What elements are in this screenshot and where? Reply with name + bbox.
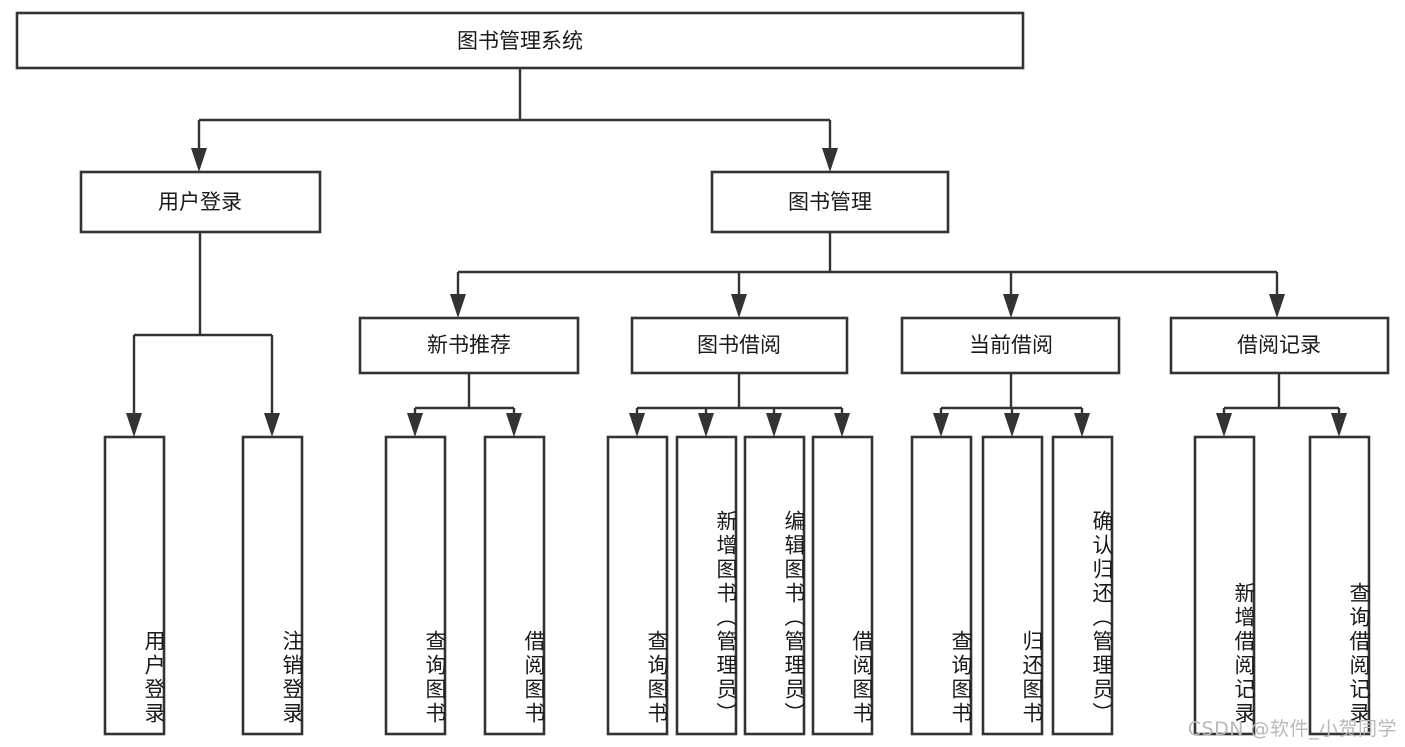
leaf-box-add-borrow-record[interactable] — [1193, 435, 1256, 736]
leaf-box-query-borrow-record[interactable] — [1308, 435, 1371, 736]
node-user-login[interactable]: 用户登录 — [79, 170, 322, 234]
connector-group-user-login-to-leaves — [126, 232, 280, 437]
arrow-head-leaf-add-book-admin — [698, 413, 714, 437]
arrow-head-leaf-query-borrow-record — [1331, 413, 1347, 437]
arrow-head-leaf-query-book-current — [933, 413, 949, 437]
leaf-box-query-book-recommend[interactable] — [384, 435, 447, 736]
arrow-head-leaf-query-book-recommend — [407, 413, 423, 437]
arrow-head-leaf-add-borrow-record — [1216, 413, 1232, 437]
node-new-book-recommend-box[interactable] — [358, 316, 580, 375]
leaf-box-query-book-current[interactable] — [910, 435, 973, 736]
node-user-login-label: 用户登录 — [158, 190, 242, 214]
arrow-head-book-management — [822, 148, 838, 172]
arrow-head-new-book-recommend — [450, 294, 466, 318]
arrow-head-leaf-confirm-return-admin — [1074, 413, 1090, 437]
connector-group-new-book-recommend-to-leaves — [407, 373, 522, 437]
leaf-box-logout[interactable] — [241, 435, 304, 736]
csdn-watermark: CSDN @软件_小贺同学 — [1187, 718, 1397, 740]
node-borrow-record[interactable]: 借阅记录 — [1169, 316, 1390, 375]
connector-group-book-management-to-level3 — [450, 232, 1285, 318]
node-borrow-record-label: 借阅记录 — [1237, 333, 1321, 357]
connector-group-root-to-level2 — [191, 68, 838, 172]
node-user-login-box[interactable] — [79, 170, 322, 234]
arrow-head-current-borrow — [1003, 294, 1019, 318]
node-book-borrow[interactable]: 图书借阅 — [630, 316, 849, 375]
arrow-head-borrow-record — [1269, 294, 1285, 318]
node-root-box[interactable] — [15, 11, 1025, 70]
connector-group-borrow-record-to-leaves — [1216, 373, 1347, 437]
node-book-borrow-label: 图书借阅 — [697, 333, 781, 357]
node-book-management-label: 图书管理 — [788, 190, 872, 214]
leaf-box-borrow-book[interactable] — [811, 435, 874, 736]
arrow-head-leaf-user-login — [126, 413, 142, 437]
node-root[interactable]: 图书管理系统 — [15, 11, 1025, 70]
node-new-book-recommend-label: 新书推荐 — [427, 333, 511, 357]
node-current-borrow-label: 当前借阅 — [969, 333, 1053, 357]
connector-group-current-borrow-to-leaves — [933, 373, 1090, 437]
connector-group-book-borrow-to-leaves — [629, 373, 850, 437]
arrow-head-leaf-borrow-book-recommend — [506, 413, 522, 437]
leaf-box-query-book-borrow[interactable] — [606, 435, 669, 736]
leaf-box-add-book-admin[interactable] — [675, 435, 738, 736]
arrow-head-leaf-borrow-book — [834, 413, 850, 437]
arrow-head-leaf-edit-book-admin — [766, 413, 782, 437]
leaf-box-return-book[interactable] — [981, 435, 1044, 736]
leaf-box-group — [103, 435, 1371, 736]
node-new-book-recommend[interactable]: 新书推荐 — [358, 316, 580, 375]
leaf-box-edit-book-admin[interactable] — [743, 435, 806, 736]
node-current-borrow[interactable]: 当前借阅 — [900, 316, 1121, 375]
node-book-borrow-box[interactable] — [630, 316, 849, 375]
arrow-head-leaf-query-book-borrow — [629, 413, 645, 437]
node-current-borrow-box[interactable] — [900, 316, 1121, 375]
node-book-management-box[interactable] — [710, 170, 950, 234]
arrow-head-user-login — [191, 148, 207, 172]
leaf-box-borrow-book-recommend[interactable] — [483, 435, 546, 736]
node-borrow-record-box[interactable] — [1169, 316, 1390, 375]
arrow-head-book-borrow — [731, 294, 747, 318]
leaf-box-user-login[interactable] — [103, 435, 166, 736]
node-root-label: 图书管理系统 — [457, 29, 583, 53]
leaf-box-confirm-return-admin[interactable] — [1051, 435, 1114, 736]
arrow-head-leaf-return-book — [1004, 413, 1020, 437]
node-book-management[interactable]: 图书管理 — [710, 170, 950, 234]
arrow-head-leaf-logout — [264, 413, 280, 437]
